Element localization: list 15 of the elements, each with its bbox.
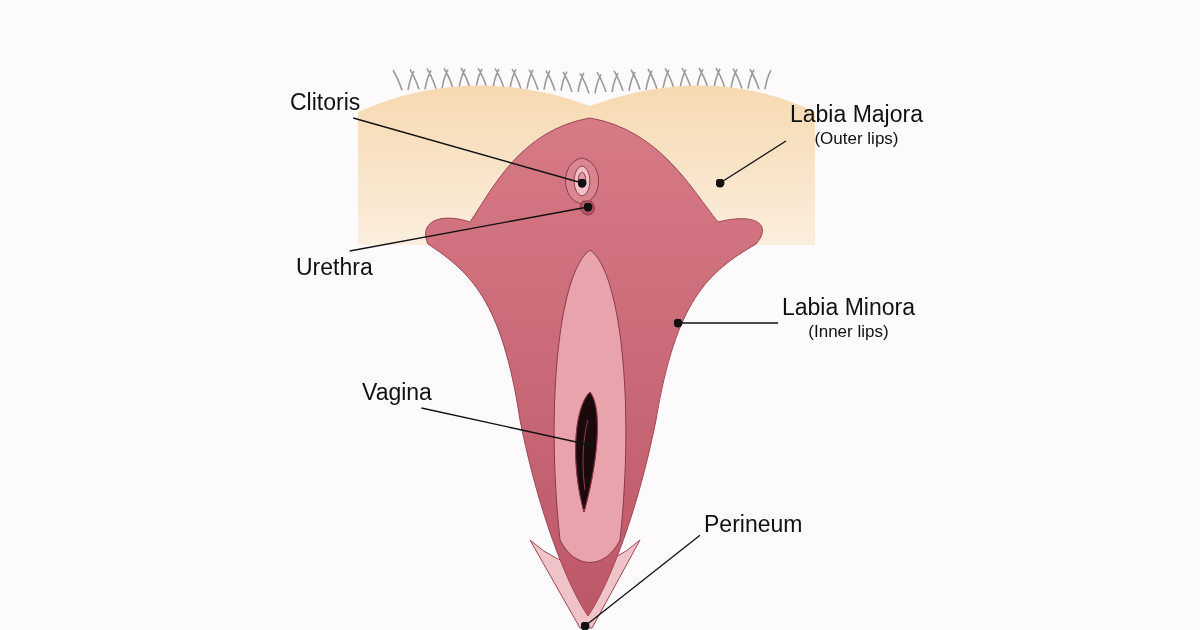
leader-line	[420, 407, 595, 450]
part-sublabel: (Outer lips)	[814, 128, 899, 150]
leader-line	[673, 318, 779, 328]
part-label: Clitoris	[290, 88, 361, 116]
part-label: Labia Majora	[790, 100, 923, 128]
leader-line	[349, 202, 593, 252]
urethra	[579, 200, 595, 216]
clitoris	[565, 157, 599, 205]
part-label: Labia Minora	[782, 293, 915, 321]
part-label: Vagina	[362, 378, 432, 406]
part-label: Urethra	[296, 253, 373, 281]
leader-line	[580, 534, 701, 630]
leader-line	[715, 140, 787, 188]
part-sublabel: (Inner lips)	[808, 321, 889, 343]
part-label: Perineum	[704, 510, 803, 538]
